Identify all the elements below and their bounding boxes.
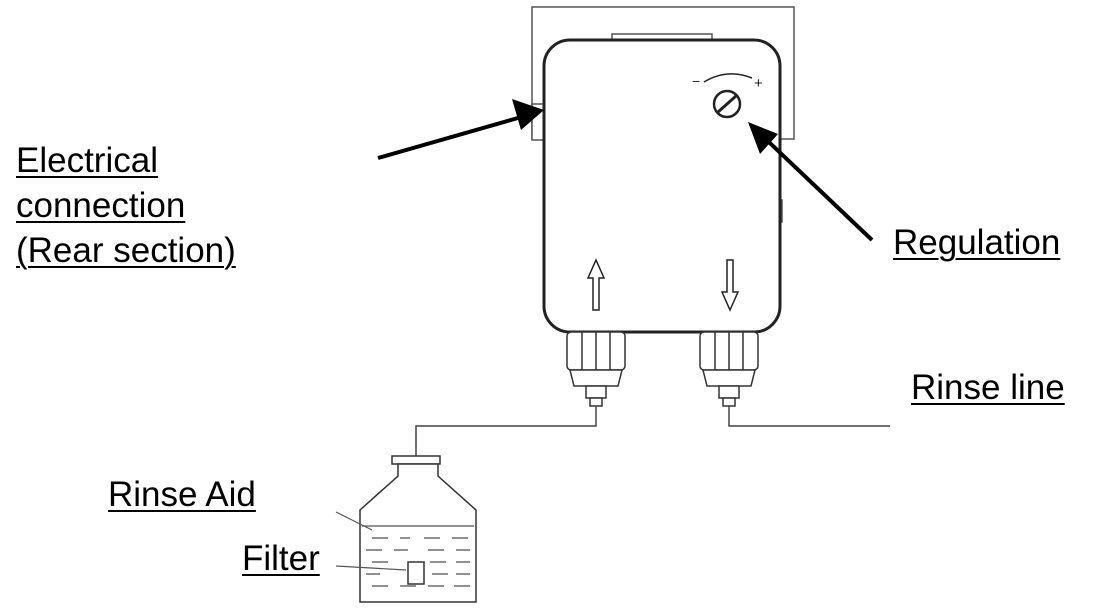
regulation-scale: − + (692, 73, 763, 92)
outlet-fitting (699, 331, 759, 407)
scale-minus: − (692, 73, 700, 89)
scale-arc (703, 73, 753, 83)
regulation-arrowhead (748, 122, 778, 154)
label-electrical-line-2: connection (16, 186, 186, 225)
label-electrical-connection: Electrical connection (Rear section) (16, 138, 236, 273)
label-rinse-aid: Rinse Aid (108, 475, 256, 514)
inlet-fitting (566, 331, 626, 407)
arrow-up-icon (586, 258, 606, 311)
electrical-arrowhead (512, 99, 544, 130)
liquid-hatching (362, 525, 474, 587)
rinse-aid-bottle (359, 455, 477, 603)
arrow-down-icon (720, 259, 740, 312)
rinse-aid-leader (335, 511, 373, 531)
scale-plus: + (754, 75, 763, 92)
slotted-screw-icon[interactable] (712, 89, 742, 119)
filter-cartridge (407, 561, 425, 585)
electrical-connection-arrow (377, 111, 534, 160)
pump-body (542, 38, 782, 334)
label-electrical-line-3: (Rear section) (16, 231, 236, 270)
label-filter: Filter (242, 539, 320, 578)
rinse-line-tube (728, 406, 890, 427)
filter-leader (335, 565, 407, 571)
label-rinse-line: Rinse line (911, 368, 1065, 407)
label-electrical-line-1: Electrical (16, 141, 158, 180)
regulation-arrow (750, 124, 874, 242)
label-regulation: Regulation (893, 223, 1061, 262)
